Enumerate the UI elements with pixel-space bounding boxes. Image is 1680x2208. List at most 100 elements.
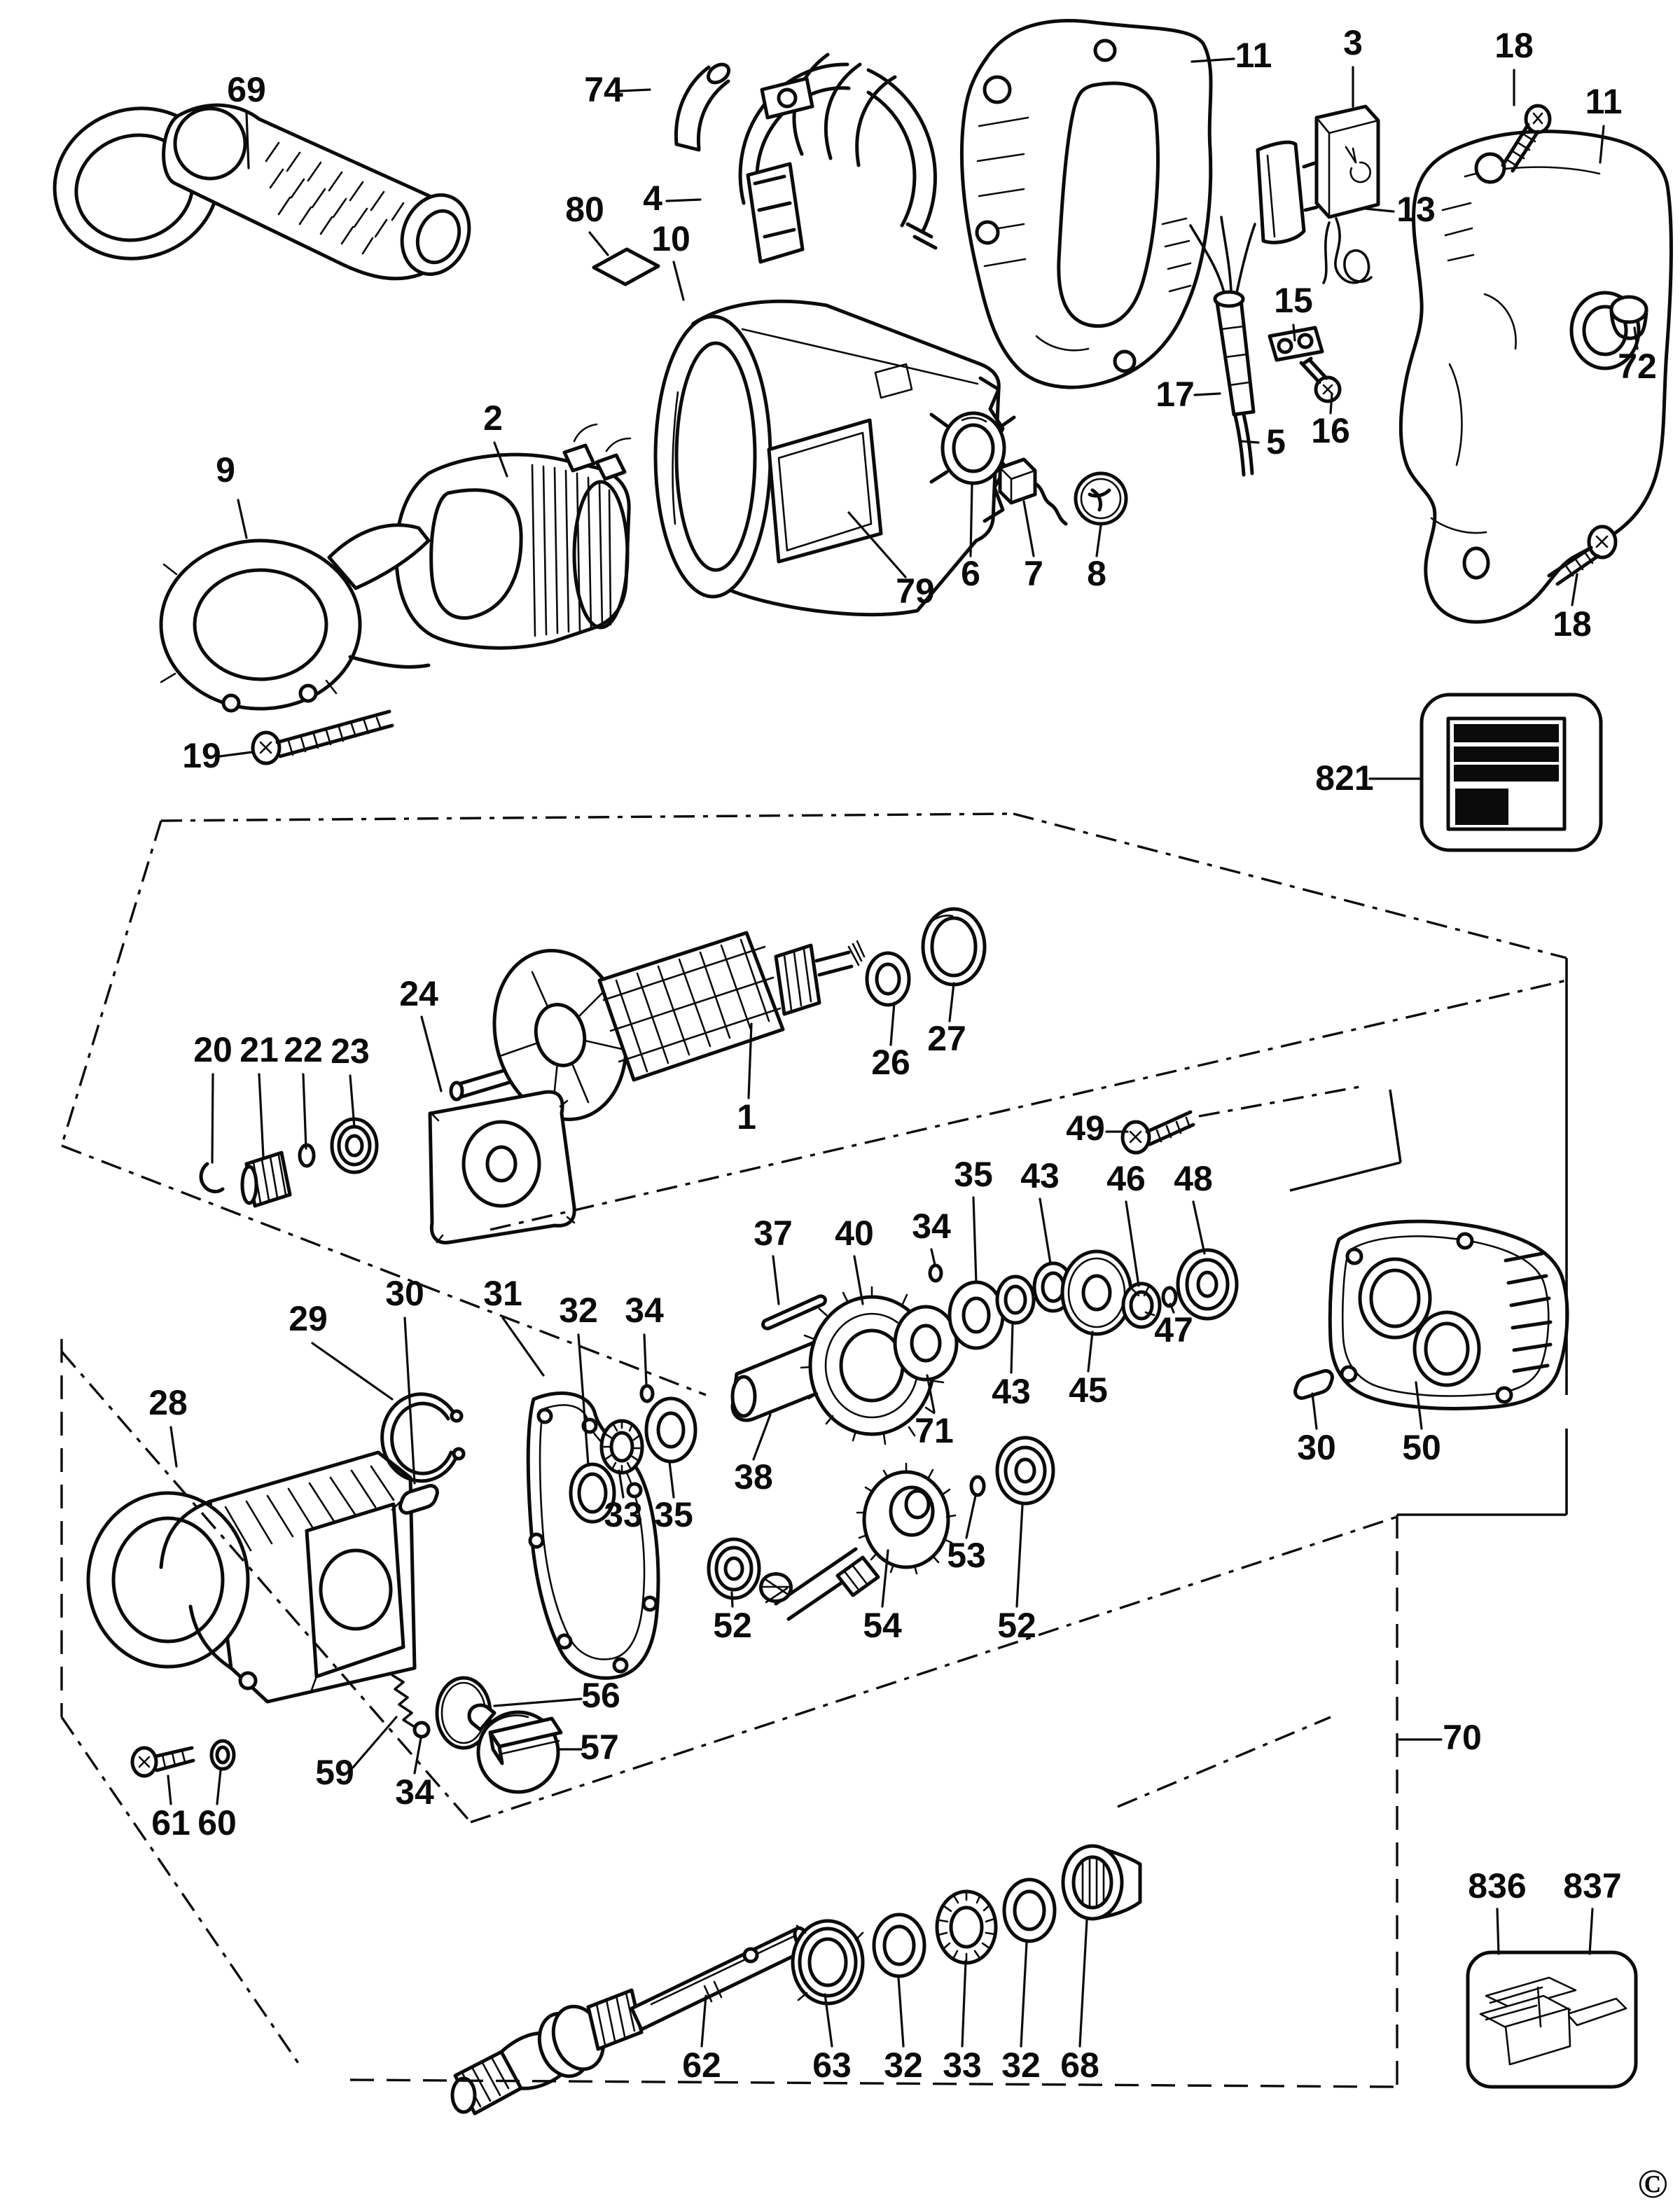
part-label-35: 35	[954, 1155, 993, 1194]
leader-line	[1364, 207, 1395, 213]
part-30-pin-right	[1293, 1369, 1334, 1400]
leader-line	[1039, 1197, 1052, 1265]
leader-line	[668, 1461, 675, 1499]
part-33-needle-bearing	[599, 1419, 644, 1475]
part-label-32: 32	[1001, 2046, 1041, 2085]
boundary-line	[61, 1144, 707, 1396]
part-62-spindle	[450, 1926, 812, 2116]
boundary-line	[349, 2078, 1396, 2088]
part-label-21: 21	[239, 1030, 279, 1069]
part-label-52: 52	[713, 1606, 752, 1645]
part-37-pin	[761, 1294, 827, 1331]
part-74-tube	[674, 62, 731, 152]
part-label-1: 1	[737, 1097, 756, 1137]
leader-line	[665, 198, 702, 202]
part-label-53: 53	[947, 1536, 986, 1575]
part-57-mode-knob	[467, 1703, 563, 1794]
part-16-screw	[1299, 356, 1342, 403]
part-label-63: 63	[812, 2046, 852, 2085]
part-label-23: 23	[331, 1032, 370, 1071]
leader-line	[847, 511, 907, 578]
part-32-washer-c	[1002, 1877, 1057, 1943]
part-label-50: 50	[1402, 1428, 1441, 1467]
part-2-field-coil	[394, 423, 632, 650]
leader-line	[588, 231, 609, 256]
part-label-34: 34	[912, 1207, 951, 1246]
part-52-bearing-left	[707, 1537, 761, 1600]
part-label-40: 40	[835, 1214, 874, 1253]
leader-line	[216, 1769, 222, 1805]
leader-line	[1015, 1504, 1024, 1608]
boundary-line	[60, 1716, 303, 2068]
boundary-line	[1198, 1084, 1368, 1118]
leader-line	[1078, 1919, 1088, 2048]
part-35-washer-2	[644, 1396, 697, 1464]
part-label-47: 47	[1154, 1310, 1193, 1349]
part-label-28: 28	[148, 1383, 188, 1422]
boundary-lines	[60, 812, 1568, 2092]
leader-line	[747, 1022, 753, 1099]
part-label-17: 17	[1155, 375, 1195, 414]
part-label-52: 52	[997, 1606, 1036, 1645]
part-45-thrust-disc	[1060, 1249, 1133, 1336]
part-52-bearing-right	[995, 1436, 1055, 1506]
leader-line	[1087, 1331, 1094, 1373]
part-label-31: 31	[483, 1274, 522, 1313]
leader-line	[889, 1001, 896, 1046]
part-1-armature	[449, 931, 866, 1121]
part-label-11: 11	[1235, 36, 1272, 75]
part-50-gear-cover	[1328, 1219, 1569, 1410]
part-label-3: 3	[1343, 23, 1363, 62]
part-label-80: 80	[565, 190, 604, 229]
part-18-screw-bottom	[1547, 525, 1618, 586]
leader-line	[700, 1994, 707, 2048]
part-59-spring	[391, 1674, 416, 1728]
leader-line	[1125, 1200, 1140, 1287]
part-label-43: 43	[1020, 1156, 1060, 1195]
leader-line	[352, 1716, 398, 1769]
part-label-836: 836	[1468, 1866, 1526, 1905]
leader-line	[1193, 392, 1221, 396]
part-label-69: 69	[227, 70, 266, 109]
part-29-circlip	[380, 1392, 466, 1483]
boundary-line	[1117, 1716, 1331, 1808]
part-label-33: 33	[604, 1495, 643, 1534]
leader-line	[730, 1591, 734, 1608]
part-label-70: 70	[1443, 1718, 1482, 1757]
leader-line	[1292, 324, 1296, 342]
part-label-30: 30	[385, 1274, 424, 1313]
part-label-2: 2	[483, 398, 503, 438]
part-53-oring	[969, 1475, 986, 1497]
part-label-9: 9	[216, 450, 235, 489]
leader-line	[969, 483, 973, 557]
leader-line	[1240, 440, 1260, 444]
part-label-43: 43	[992, 1372, 1031, 1411]
leader-line	[1020, 1941, 1028, 2048]
part-43-washer-1	[995, 1275, 1036, 1325]
part-label-22: 22	[284, 1030, 323, 1069]
part-label-7: 7	[1024, 554, 1043, 593]
part-19-screw	[251, 709, 394, 765]
leader-line	[1169, 1303, 1175, 1314]
part-54-intermediate-shaft	[759, 1462, 957, 1621]
part-label-46: 46	[1106, 1159, 1146, 1198]
leader-line	[618, 1469, 625, 1499]
leader-line	[752, 1413, 772, 1461]
part-9-baffle	[159, 523, 431, 713]
part-label-35: 35	[654, 1495, 693, 1534]
part-80-label-sticker	[592, 247, 660, 286]
leader-line	[881, 1549, 889, 1608]
boundary-line	[60, 1350, 472, 1824]
part-30-pin-left	[398, 1484, 439, 1515]
part-72-cap	[1609, 295, 1648, 340]
part-label-11: 11	[1585, 82, 1623, 121]
part-34-oring-small	[928, 1263, 943, 1283]
leader-line	[311, 1342, 394, 1401]
part-label-30: 30	[1297, 1428, 1336, 1467]
boundary-line	[1389, 1089, 1402, 1163]
part-33-thrust-bearing	[935, 1889, 998, 1965]
part-63-seal	[791, 1919, 865, 2006]
part-label-72: 72	[1618, 347, 1657, 386]
